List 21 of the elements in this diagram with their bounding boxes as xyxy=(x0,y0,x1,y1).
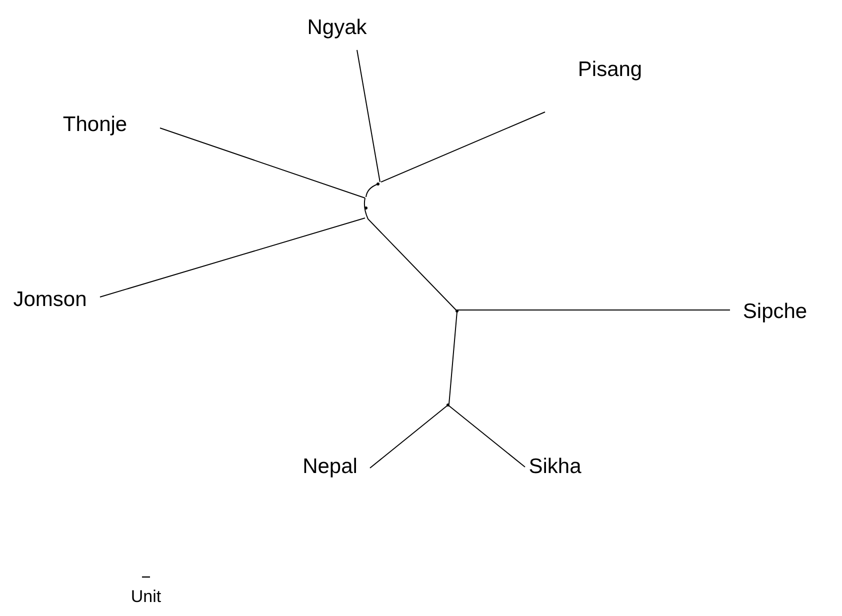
taxon-label: Sipche xyxy=(742,300,808,324)
branch-line xyxy=(100,218,366,298)
branch-point xyxy=(376,182,380,186)
branch-line xyxy=(448,312,458,404)
branch-line xyxy=(356,50,380,182)
taxon-label: Thonje xyxy=(62,113,128,137)
taxon-label: Jomson xyxy=(13,288,87,312)
branch-line xyxy=(366,184,378,198)
scale-label: Unit xyxy=(130,587,162,607)
branch-line xyxy=(364,198,458,312)
branch-point xyxy=(364,206,368,210)
branch-line xyxy=(370,404,448,468)
branch-line xyxy=(448,404,526,468)
taxon-label: Nepal xyxy=(302,455,358,479)
taxon-label: Sikha xyxy=(528,455,582,479)
taxon-label: Pisang xyxy=(578,58,642,82)
branch-line xyxy=(380,112,546,182)
taxon-label: Ngyak xyxy=(307,16,367,40)
branch-point xyxy=(456,310,458,312)
branch-line xyxy=(160,128,366,198)
branch-point xyxy=(446,404,450,406)
